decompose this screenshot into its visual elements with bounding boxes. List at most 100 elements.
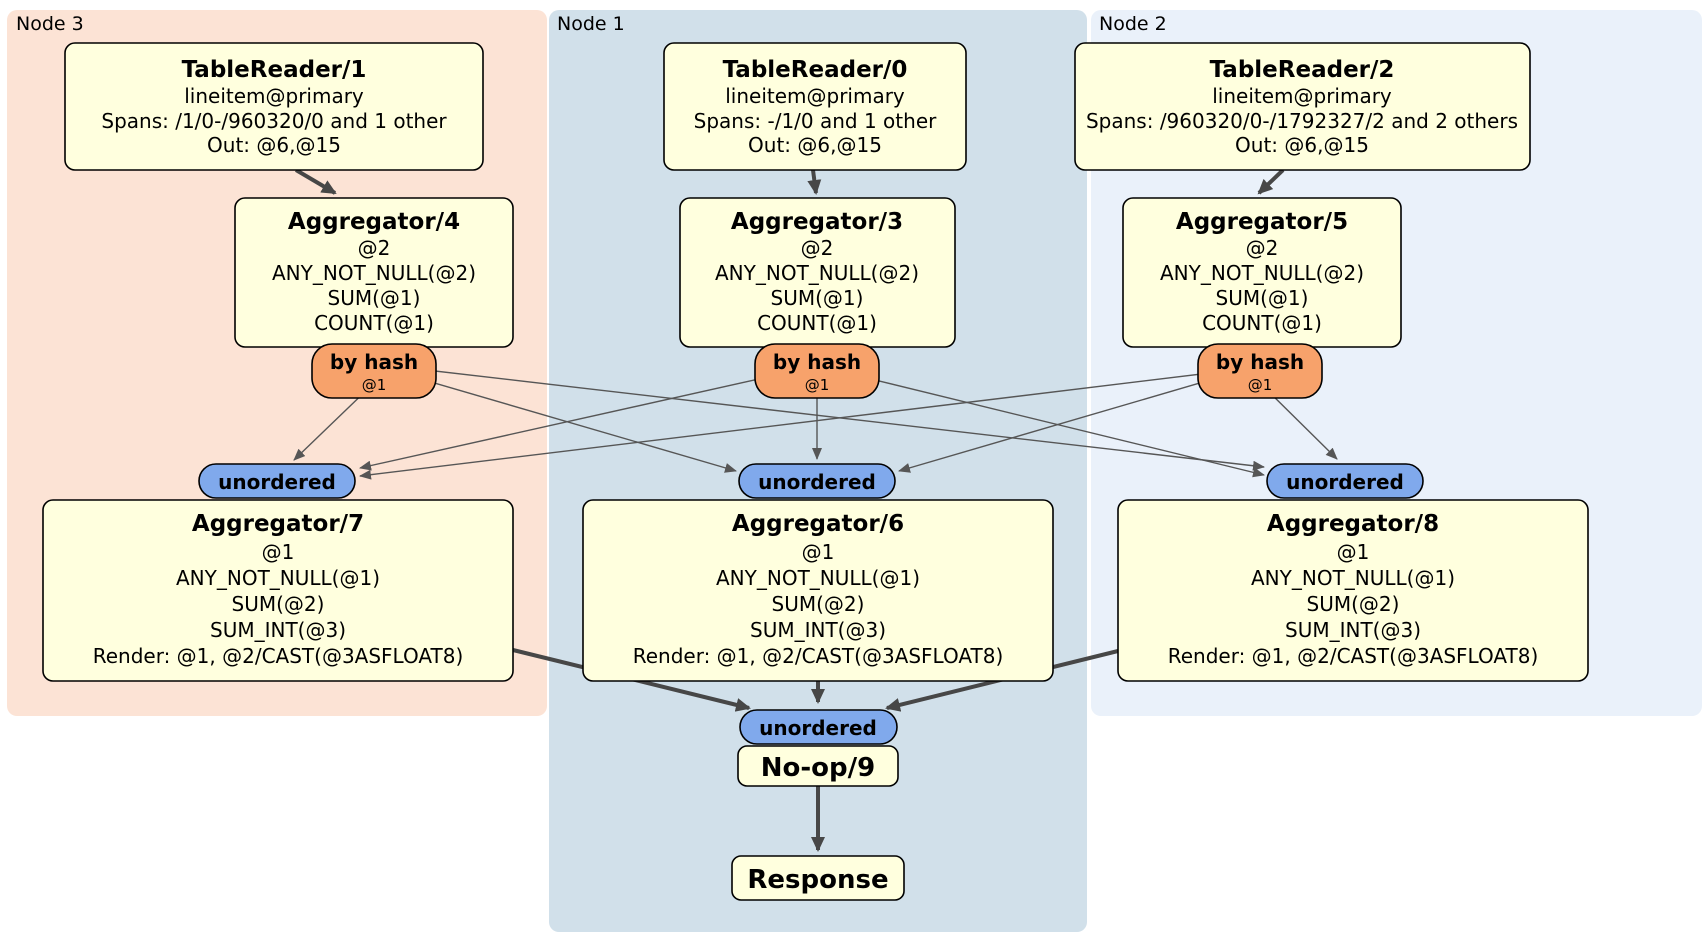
aggregator3-line: ANY_NOT_NULL(@2) [715, 261, 919, 285]
processor-tablereader2: TableReader/2 lineitem@primary Spans: /9… [1074, 42, 1531, 171]
aggregator6-line: @1 [802, 540, 835, 564]
processor-aggregator3: Aggregator/3 @2 ANY_NOT_NULL(@2) SUM(@1)… [679, 197, 956, 348]
processor-tablereader0: TableReader/0 lineitem@primary Spans: -/… [663, 42, 967, 171]
tablereader1-index: lineitem@primary [184, 84, 364, 108]
tablereader2-out: Out: @6,@15 [1235, 133, 1369, 157]
noop9-box [737, 745, 899, 787]
aggregator6-line: SUM_INT(@3) [750, 618, 886, 642]
byhash-node1-label: by hash [773, 350, 861, 374]
processor-aggregator8: Aggregator/8 @1 ANY_NOT_NULL(@1) SUM(@2)… [1117, 499, 1589, 682]
byhash-node3-key: @1 [362, 376, 387, 394]
edge-byhash5-to-unordered7 [359, 367, 1252, 480]
node3-label: Node 3 [16, 13, 84, 35]
aggregator6-line: SUM(@2) [772, 592, 865, 616]
aggregator8-render: Render: @1, @2/CAST(@3ASFLOAT8) [1168, 644, 1539, 668]
unordered-node1-shape [738, 463, 896, 499]
node1-label: Node 1 [557, 13, 625, 35]
edge-tablereader2-to-aggregator5 [1257, 168, 1285, 195]
tablereader0-out: Out: @6,@15 [748, 133, 882, 157]
byhash-node1-shape [754, 343, 880, 399]
aggregator8-box [1117, 499, 1589, 682]
tablereader0-index: lineitem@primary [725, 84, 905, 108]
processor-noop9: No-op/9 [737, 745, 899, 787]
aggregator4-line: ANY_NOT_NULL(@2) [272, 261, 476, 285]
aggregator8-line: ANY_NOT_NULL(@1) [1251, 566, 1455, 590]
response-title: Response [747, 865, 888, 895]
processor-aggregator4: Aggregator/4 @2 ANY_NOT_NULL(@2) SUM(@1)… [234, 197, 514, 348]
aggregator7-line: @1 [262, 540, 295, 564]
aggregator8-title: Aggregator/8 [1267, 511, 1439, 537]
byhash-node2-shape [1197, 343, 1323, 399]
aggregator8-line: SUM(@2) [1307, 592, 1400, 616]
processor-aggregator7: Aggregator/7 @1 ANY_NOT_NULL(@1) SUM(@2)… [42, 499, 514, 682]
aggregator6-line: ANY_NOT_NULL(@1) [716, 566, 920, 590]
aggregator3-line: @2 [801, 236, 834, 260]
aggregator6-render: Render: @1, @2/CAST(@3ASFLOAT8) [633, 644, 1004, 668]
aggregator3-line: SUM(@1) [771, 286, 864, 310]
router-byhash-node2: by hash @1 [1197, 343, 1323, 399]
unordered-node1-label: unordered [758, 470, 876, 494]
node2-label: Node 2 [1099, 13, 1167, 35]
processor-aggregator6: Aggregator/6 @1 ANY_NOT_NULL(@1) SUM(@2)… [582, 499, 1054, 682]
aggregator5-line: ANY_NOT_NULL(@2) [1160, 261, 1364, 285]
router-byhash-node1: by hash @1 [754, 343, 880, 399]
edge-tablereader1-to-aggregator4 [294, 168, 337, 195]
aggregator3-line: COUNT(@1) [757, 311, 877, 335]
aggregator7-line: ANY_NOT_NULL(@1) [176, 566, 380, 590]
byhash-node2-key: @1 [1248, 376, 1273, 394]
tablereader1-box [64, 42, 484, 171]
aggregator7-render: Render: @1, @2/CAST(@3ASFLOAT8) [93, 644, 464, 668]
tablereader1-spans: Spans: /1/0-/960320/0 and 1 other [101, 109, 447, 133]
edge-byhash4-to-unordered8 [382, 364, 1265, 471]
aggregator5-line: COUNT(@1) [1202, 311, 1322, 335]
aggregator5-title: Aggregator/5 [1176, 209, 1348, 235]
aggregator5-line: SUM(@1) [1216, 286, 1309, 310]
edge-byhash5-to-unordered6 [898, 367, 1252, 473]
response-box [731, 855, 905, 901]
aggregator4-line: SUM(@1) [328, 286, 421, 310]
unordered-node2-label: unordered [1286, 470, 1404, 494]
aggregator4-line: COUNT(@1) [314, 311, 434, 335]
tablereader1-out: Out: @6,@15 [207, 133, 341, 157]
tablereader0-title: TableReader/0 [723, 57, 908, 83]
tablereader2-spans: Spans: /960320/0-/1792327/2 and 2 others [1086, 109, 1518, 133]
aggregator4-line: @2 [358, 236, 391, 260]
tablereader0-box [663, 42, 967, 171]
sync-unordered-node3: unordered [198, 463, 356, 499]
tablereader2-index: lineitem@primary [1212, 84, 1392, 108]
noop9-title: No-op/9 [761, 753, 875, 783]
unordered-final-label: unordered [759, 716, 877, 740]
tablereader1-title: TableReader/1 [182, 57, 367, 83]
aggregator7-title: Aggregator/7 [192, 511, 364, 537]
aggregator6-title: Aggregator/6 [732, 511, 904, 537]
edge-tablereader0-to-aggregator3 [807, 169, 822, 195]
tablereader2-title: TableReader/2 [1210, 57, 1395, 83]
tablereader2-box [1074, 42, 1531, 171]
unordered-node3-shape [198, 463, 356, 499]
aggregator8-line: @1 [1337, 540, 1370, 564]
aggregator7-line: SUM_INT(@3) [210, 618, 346, 642]
byhash-node1-key: @1 [805, 376, 830, 394]
aggregator3-title: Aggregator/3 [731, 209, 903, 235]
edge-byhash4-to-unordered6 [382, 367, 737, 473]
edge-byhash3-to-unordered7 [359, 367, 809, 471]
processor-response: Response [731, 855, 905, 901]
unordered-node2-shape [1266, 463, 1424, 499]
byhash-node2-label: by hash [1216, 350, 1304, 374]
sync-unordered-final: unordered [739, 709, 898, 745]
processor-tablereader1: TableReader/1 lineitem@primary Spans: /1… [64, 42, 484, 171]
byhash-node3-shape [311, 343, 437, 399]
aggregator4-title: Aggregator/4 [288, 209, 460, 235]
aggregator7-box [42, 499, 514, 682]
sync-unordered-node1: unordered [738, 463, 896, 499]
aggregator6-box [582, 499, 1054, 682]
byhash-node3-label: by hash [330, 350, 418, 374]
unordered-node3-label: unordered [218, 470, 336, 494]
aggregator5-line: @2 [1246, 236, 1279, 260]
aggregator8-line: SUM_INT(@3) [1285, 618, 1421, 642]
sync-unordered-node2: unordered [1266, 463, 1424, 499]
aggregator7-line: SUM(@2) [232, 592, 325, 616]
unordered-final-shape [739, 709, 898, 745]
